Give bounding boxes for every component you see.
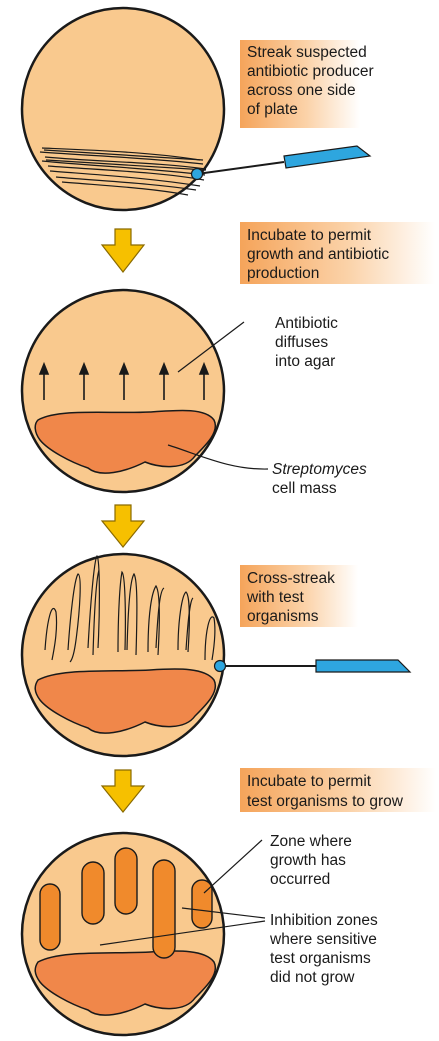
callout-line: occurred <box>270 871 330 888</box>
step-label-line: Incubate to permit <box>247 773 372 790</box>
step-3-plate <box>22 554 224 756</box>
step-3-label: Cross-streak with test organisms <box>240 565 358 627</box>
leader-line <box>204 840 262 893</box>
callout-line: did not grow <box>270 969 355 986</box>
step-label-line: Cross-streak <box>247 570 335 587</box>
step-label-line: across one side <box>247 82 356 99</box>
callout-line: Zone where <box>270 833 352 850</box>
step-4-label: Incubate to permit test organisms to gro… <box>240 768 436 812</box>
step-label-line: growth and antibiotic <box>247 246 389 263</box>
pipette-icon <box>192 146 371 180</box>
step-label-line: production <box>247 265 319 282</box>
step-2-label: Incubate to permit growth and antibiotic… <box>240 222 435 284</box>
callout-line: test organisms <box>270 950 371 967</box>
callout-line: Antibiotic <box>275 315 338 332</box>
down-arrow-icon <box>102 229 144 272</box>
step-label-line: of plate <box>247 101 298 118</box>
step-label-line: Incubate to permit <box>247 227 372 244</box>
step-label-line: organisms <box>247 608 319 625</box>
down-arrow-icon <box>102 505 144 547</box>
inhibition-zone-callout: Inhibition zones where sensitive test or… <box>269 912 378 986</box>
callout-line: growth has <box>270 852 346 869</box>
step-label-line: antibiotic producer <box>247 63 374 80</box>
streptomyces-callout: Streptomyces cell mass <box>272 461 367 497</box>
growth-zone-callout: Zone where growth has occurred <box>270 833 352 888</box>
callout-line: into agar <box>275 353 335 370</box>
callout-line: Inhibition zones <box>270 912 378 929</box>
down-arrow-icon <box>102 770 144 812</box>
callout-line: where sensitive <box>269 931 377 948</box>
callout-line: Streptomyces <box>272 461 367 478</box>
step-4-plate <box>22 833 265 1035</box>
petri-plate <box>22 8 224 210</box>
step-1-label: Streak suspected antibiotic producer acr… <box>240 40 374 128</box>
pipette-icon <box>215 660 411 672</box>
callout-line: diffuses <box>275 334 328 351</box>
step-2-plate <box>22 290 268 492</box>
antibiotic-callout: Antibiotic diffuses into agar <box>275 315 338 370</box>
step-label-line: Streak suspected <box>247 44 367 61</box>
step-1-plate <box>22 8 224 210</box>
step-label-line: test organisms to grow <box>247 793 404 810</box>
callout-line: cell mass <box>272 480 337 497</box>
step-label-line: with test <box>246 589 305 606</box>
